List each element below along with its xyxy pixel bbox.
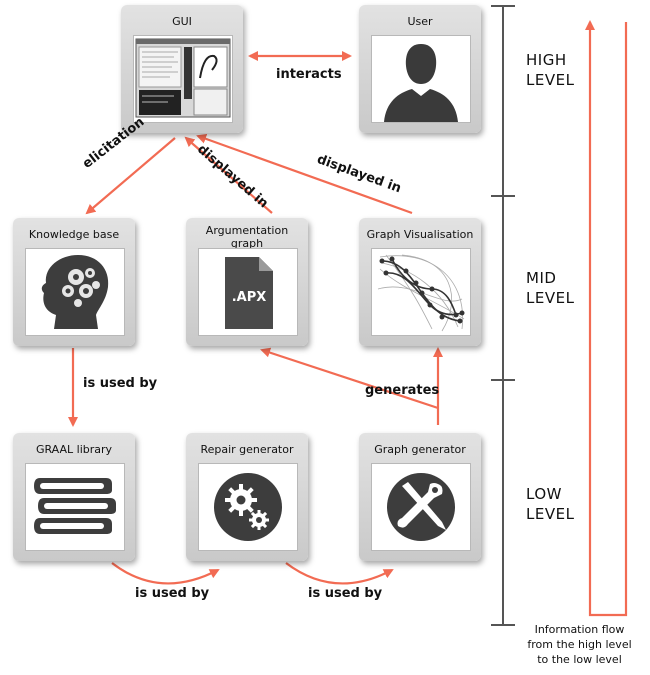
gears-icon bbox=[198, 463, 298, 551]
apx-file-icon: .APX bbox=[198, 248, 298, 336]
apx-file-label: .APX bbox=[232, 290, 267, 305]
tools-icon bbox=[371, 463, 471, 551]
level-mid-line2: LEVEL bbox=[526, 289, 575, 307]
node-user-title: User bbox=[407, 15, 433, 28]
level-mid-line1: MID bbox=[526, 269, 557, 287]
node-graph-visualisation: Graph Visualisation bbox=[359, 218, 481, 346]
label-is-used-by-2: is used by bbox=[135, 586, 210, 601]
label-generates: generates bbox=[365, 383, 440, 398]
brain-gears-icon bbox=[25, 248, 125, 336]
node-graph-generator-title: Graph generator bbox=[374, 443, 466, 456]
node-argumentation-graph-title: Argumentation graph bbox=[205, 224, 289, 250]
arrow-generates-argumentation bbox=[260, 347, 439, 410]
arrow-is-used-by-2 bbox=[111, 562, 220, 585]
label-interacts: interacts bbox=[276, 67, 342, 82]
node-argumentation-graph: Argumentation graph .APX bbox=[186, 218, 308, 346]
node-user: User bbox=[359, 5, 481, 133]
level-low-label: LOW LEVEL bbox=[526, 484, 574, 524]
node-knowledge-base-title: Knowledge base bbox=[28, 228, 120, 241]
node-repair-generator: Repair generator bbox=[186, 433, 308, 561]
arrow-is-used-by-3 bbox=[285, 562, 394, 585]
gui-screenshot-icon bbox=[133, 35, 233, 123]
books-icon bbox=[25, 463, 125, 551]
level-scale bbox=[491, 5, 515, 626]
information-flow-arrow bbox=[585, 20, 628, 617]
caption-line1: Information flow bbox=[534, 623, 625, 636]
level-high-line2: LEVEL bbox=[526, 71, 575, 89]
level-high-label: HIGH LEVEL bbox=[526, 50, 574, 90]
level-low-line2: LEVEL bbox=[526, 505, 575, 523]
label-is-used-by-1: is used by bbox=[83, 376, 158, 391]
user-silhouette-icon bbox=[371, 35, 471, 123]
level-low-line1: LOW bbox=[526, 485, 562, 503]
arrow-displayed-in-2 bbox=[196, 134, 413, 215]
information-flow-caption: Information flow from the high level to … bbox=[517, 622, 642, 667]
node-knowledge-base: Knowledge base bbox=[13, 218, 135, 346]
node-repair-generator-title: Repair generator bbox=[200, 443, 294, 456]
node-gui: GUI bbox=[121, 5, 243, 133]
graph-visualisation-icon bbox=[371, 248, 471, 336]
level-mid-label: MID LEVEL bbox=[526, 268, 574, 308]
node-graal-library-title: GRAAL library bbox=[35, 443, 113, 456]
arrow-elicitation bbox=[85, 137, 176, 215]
arrow-displayed-in-1 bbox=[184, 136, 273, 214]
label-is-used-by-3: is used by bbox=[308, 586, 383, 601]
caption-line2: from the high level bbox=[527, 638, 632, 651]
node-graph-generator: Graph generator bbox=[359, 433, 481, 561]
node-graal-library: GRAAL library bbox=[13, 433, 135, 561]
level-high-line1: HIGH bbox=[526, 51, 567, 69]
node-graph-visualisation-title: Graph Visualisation bbox=[366, 228, 474, 241]
node-gui-title: GUI bbox=[172, 15, 192, 28]
caption-line3: to the low level bbox=[537, 653, 622, 666]
